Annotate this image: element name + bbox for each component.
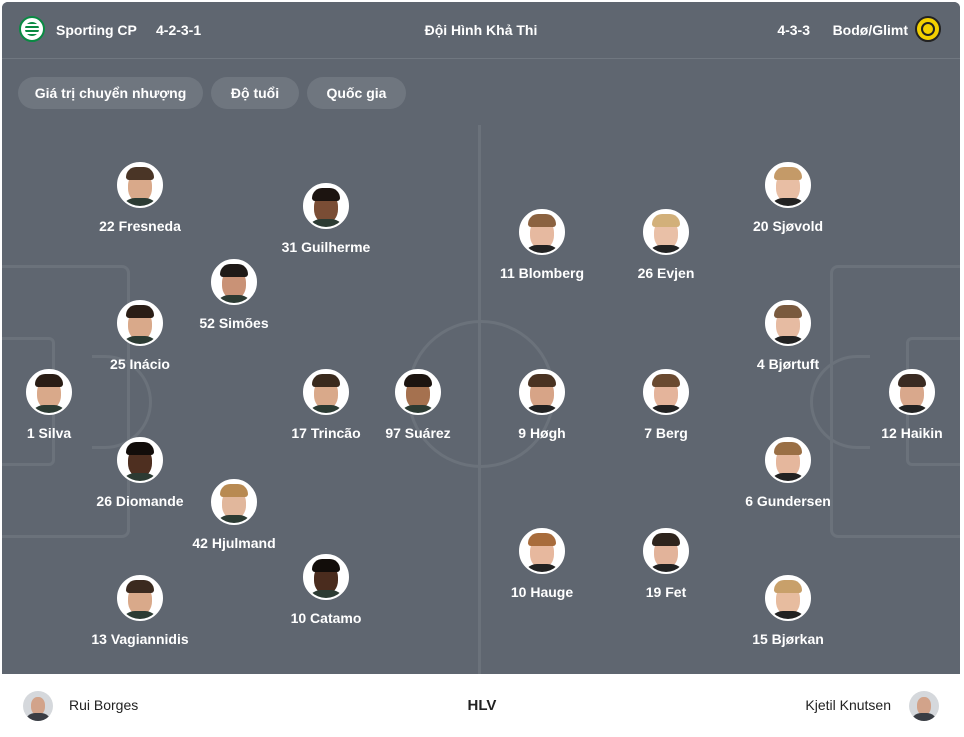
lineup-title: Đội Hình Khả Thi [424,22,538,38]
player-name: 42 Hjulmand [192,535,276,551]
filter-chips: Giá trị chuyển nhượng Độ tuổi Quốc gia [2,59,960,125]
home-player-silva[interactable]: 1 Silva [2,369,139,442]
filter-transfer-value-button[interactable]: Giá trị chuyển nhượng [18,77,203,109]
player-name: 15 Bjørkan [752,631,824,647]
player-name: 20 Sjøvold [752,218,824,234]
home-player-suarez[interactable]: 97 Suárez [328,369,508,442]
filter-age-button[interactable]: Độ tuổi [211,77,299,109]
player-avatar [303,554,349,600]
coach-bar: Rui Borges HLV Kjetil Knutsen [0,674,964,737]
player-name: 25 Inácio [110,356,170,372]
away-coach-avatar [909,691,939,721]
player-name: 97 Suárez [385,425,451,441]
player-avatar [303,369,349,415]
player-avatar [117,437,163,483]
home-formation: 4-2-3-1 [156,22,202,38]
away-player-fet[interactable]: 19 Fet [576,528,756,601]
player-avatar [519,528,565,574]
home-player-vagiannidis[interactable]: 13 Vagiannidis [50,575,230,648]
player-avatar [643,209,689,255]
home-coach-name[interactable]: Rui Borges [69,697,139,713]
header-divider [2,58,960,59]
away-player-gundersen[interactable]: 6 Gundersen [698,437,878,510]
player-avatar [211,259,257,305]
player-name: 10 Hauge [510,584,574,600]
player-avatar [211,479,257,525]
home-player-trincao[interactable]: 17 Trincão [236,369,416,442]
player-name: 22 Fresneda [99,218,181,234]
player-name: 4 Bjørtuft [756,356,820,372]
away-player-bjorkan[interactable]: 15 Bjørkan [698,575,878,648]
player-name: 19 Fet [645,584,687,600]
player-avatar [117,300,163,346]
player-avatar [117,575,163,621]
lineup-header: Sporting CP 4-2-3-1 Đội Hình Khả Thi 4-3… [2,2,960,58]
away-coach-name[interactable]: Kjetil Knutsen [805,697,891,713]
player-avatar [519,209,565,255]
player-name: 12 Haikin [881,425,943,441]
sporting-cp-crest-icon [19,16,45,42]
player-avatar [643,369,689,415]
player-name: 10 Catamo [290,610,362,626]
player-name: 9 Høgh [518,425,566,441]
home-player-diomande[interactable]: 26 Diomande [50,437,230,510]
player-name: 13 Vagiannidis [91,631,189,647]
away-player-sjovold[interactable]: 20 Sjøvold [698,162,878,235]
away-player-hogh[interactable]: 9 Høgh [452,369,632,442]
player-name: 1 Silva [26,425,72,441]
player-name: 6 Gundersen [745,493,831,509]
player-name: 7 Berg [644,425,688,441]
player-name: 52 Simões [199,315,269,331]
player-avatar [765,437,811,483]
away-player-berg[interactable]: 7 Berg [576,369,756,442]
player-name: 11 Blomberg [499,265,585,281]
home-coach-avatar [23,691,53,721]
player-avatar [303,183,349,229]
player-avatar [519,369,565,415]
home-player-guilherme[interactable]: 31 Guilherme [236,183,416,256]
away-formation: 4-3-3 [777,22,810,38]
home-player-catamo[interactable]: 10 Catamo [236,554,416,627]
away-player-hauge[interactable]: 10 Hauge [452,528,632,601]
player-avatar [26,369,72,415]
home-player-inacio[interactable]: 25 Inácio [50,300,230,373]
away-team-name[interactable]: Bodø/Glimt [832,22,908,38]
player-avatar [765,575,811,621]
player-avatar [395,369,441,415]
player-avatar [117,162,163,208]
away-player-haikin[interactable]: 12 Haikin [822,369,960,442]
player-avatar [643,528,689,574]
lineup-panel: Sporting CP 4-2-3-1 Đội Hình Khả Thi 4-3… [2,2,960,674]
bodo-glimt-crest-icon [915,16,941,42]
player-name: 26 Evjen [637,265,695,281]
player-avatar [889,369,935,415]
home-player-simoes[interactable]: 52 Simões [144,259,324,332]
filter-nationality-button[interactable]: Quốc gia [307,77,406,109]
player-name: 31 Guilherme [281,239,371,255]
player-name: 26 Diomande [96,493,184,509]
home-player-hjulmand[interactable]: 42 Hjulmand [144,479,324,552]
player-avatar [765,162,811,208]
home-player-fresneda[interactable]: 22 Fresneda [50,162,230,235]
away-player-blomberg[interactable]: 11 Blomberg [452,209,632,282]
player-name: 17 Trincão [291,425,361,441]
home-team-name[interactable]: Sporting CP [56,22,137,38]
away-player-evjen[interactable]: 26 Evjen [576,209,756,282]
player-avatar [765,300,811,346]
away-player-bjortuft[interactable]: 4 Bjørtuft [698,300,878,373]
